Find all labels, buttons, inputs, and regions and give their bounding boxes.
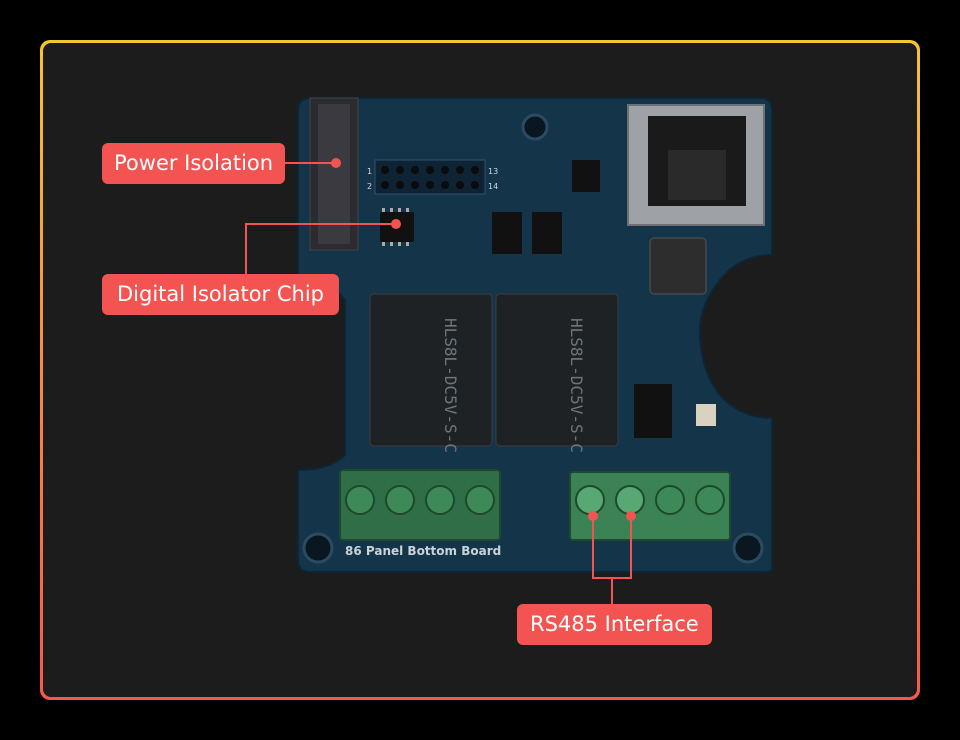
marker-power-isolation xyxy=(331,158,341,168)
pin-label-14: 14 xyxy=(488,182,498,191)
inductor xyxy=(649,237,707,295)
callout-rs485-interface: RS485 Interface xyxy=(517,604,712,645)
terminal-block-rs485 xyxy=(569,471,731,541)
marker-digital-isolator xyxy=(391,219,401,229)
callout-digital-isolator-chip: Digital Isolator Chip xyxy=(102,274,339,315)
pin-header xyxy=(374,159,486,195)
svg-text:HLS8L-DC5V-S-C: HLS8L-DC5V-S-C xyxy=(441,318,460,453)
relay-right: HLS8L-DC5V-S-C xyxy=(495,293,619,453)
pin-label-1: 1 xyxy=(367,167,372,176)
mounting-hole-bottom-left xyxy=(302,532,334,564)
leader-digital-isolator xyxy=(245,223,396,274)
svg-text:HLS8L-DC5V-S-C: HLS8L-DC5V-S-C xyxy=(567,318,586,453)
marker-rs485-a xyxy=(588,511,598,521)
board-silkscreen: 86 Panel Bottom Board xyxy=(345,544,501,558)
marker-rs485-b xyxy=(626,511,636,521)
pin-label-2: 2 xyxy=(367,182,372,191)
rj45-jack xyxy=(627,104,765,226)
callout-power-isolation: Power Isolation xyxy=(102,143,286,184)
relay-left: HLS8L-DC5V-S-C xyxy=(369,293,493,453)
pin-label-13: 13 xyxy=(488,167,498,176)
terminal-block-relay xyxy=(339,469,501,541)
mounting-hole-top-left xyxy=(521,113,549,141)
mounting-hole-bottom-right xyxy=(732,532,764,564)
